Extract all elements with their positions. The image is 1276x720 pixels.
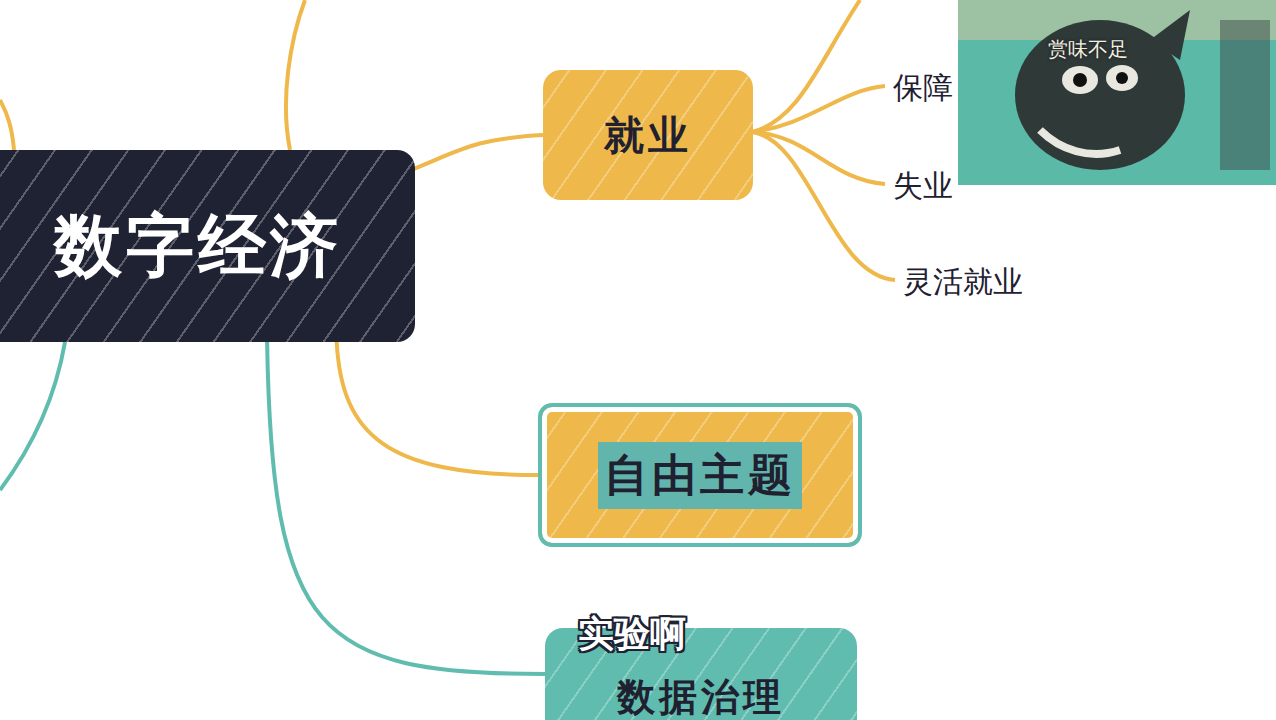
subtitle-text: 实验啊	[578, 610, 686, 659]
branch-connector	[267, 342, 545, 674]
branch-connector	[337, 342, 538, 475]
node-text: 数字经济	[54, 201, 342, 292]
selected-topic-box: 自由主题	[538, 403, 862, 547]
central-topic: 数字经济	[0, 150, 415, 342]
node-text: 数据治理	[617, 672, 785, 720]
video-caption: 赏味不足	[1048, 36, 1128, 63]
branch-connector	[411, 135, 543, 170]
leaf-label: 保障	[893, 68, 953, 109]
leaf-label: 灵活就业	[903, 262, 1023, 303]
node-text: 就业	[604, 108, 692, 163]
leaf-label: 失业	[893, 166, 953, 207]
node-text: 自由主题	[598, 442, 802, 509]
topic-box: 就业	[543, 70, 753, 200]
